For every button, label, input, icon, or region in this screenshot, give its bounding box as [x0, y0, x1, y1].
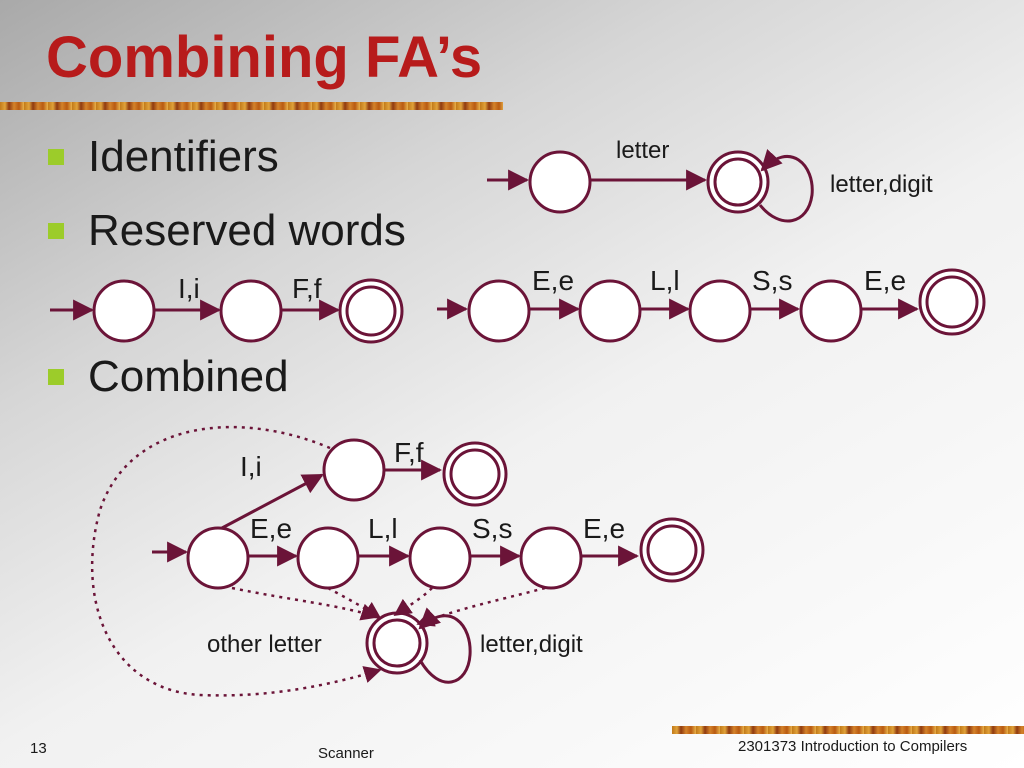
bullet-identifiers: Identifiers: [48, 132, 279, 182]
accept-state-inner-ring: [345, 285, 397, 337]
accept-state-circle: [918, 268, 986, 336]
bullet-square-icon: [48, 369, 64, 385]
edge-label-ee: E,e: [532, 265, 574, 296]
state-circle: [408, 526, 472, 590]
state-circle: [688, 279, 752, 343]
state-circle: [186, 526, 250, 590]
accept-state-circle: [706, 150, 770, 214]
accept-state-circle: [639, 517, 705, 583]
bullet-combined: Combined: [48, 352, 289, 402]
accept-state-inner-ring: [449, 448, 501, 500]
edge-label-ee: E,e: [250, 513, 292, 544]
dotted-transition-arrow: [393, 587, 433, 617]
dotted-transition-arrow: [91, 425, 382, 697]
edge-label-ff: F,f: [394, 437, 424, 468]
state-circle: [519, 526, 583, 590]
edge-label-ll: L,l: [368, 513, 398, 544]
accept-state-inner-ring: [925, 275, 979, 329]
combined-automaton: [91, 425, 705, 697]
reserved-if-automaton: [50, 278, 404, 344]
edge-label-other-letter: other letter: [207, 631, 322, 658]
reserved-else-automaton: [437, 268, 986, 343]
edge-label-ii: I,i: [178, 273, 200, 304]
slide-number: 13: [30, 740, 47, 757]
dotted-transition-arrow: [231, 586, 379, 621]
identifier-accept-state-circle: [365, 611, 429, 675]
state-circle: [92, 279, 156, 343]
footer-decor-bar: [672, 726, 1024, 734]
edge-label-ff: F,f: [292, 273, 322, 304]
accept-state-circle: [442, 441, 508, 507]
self-loop-arrow: [758, 149, 814, 223]
footer-course-title: 2301373 Introduction to Compilers: [738, 738, 968, 755]
identifier-accept-state-inner-ring: [372, 618, 422, 668]
dotted-transition-arrow: [416, 586, 546, 627]
edge-label-ll: L,l: [650, 265, 680, 296]
state-circle: [578, 279, 642, 343]
dotted-transition-arrow: [327, 586, 382, 620]
accept-state-inner-ring: [713, 157, 763, 207]
loop-label-letter-digit: letter,digit: [480, 631, 583, 658]
edge-label-ss: S,s: [752, 265, 792, 296]
loop-label-letter-digit: letter,digit: [830, 171, 933, 198]
identifiers-automaton: [487, 149, 814, 223]
bullet-square-icon: [48, 149, 64, 165]
edge-label-ii: I,i: [240, 451, 262, 482]
state-circle: [799, 279, 863, 343]
state-circle: [219, 279, 283, 343]
bullet-text: Identifiers: [88, 132, 279, 181]
footer-center-text: Scanner: [318, 745, 374, 762]
accept-state-inner-ring: [646, 524, 698, 576]
state-circle: [296, 526, 360, 590]
edge-label-ee: E,e: [864, 265, 906, 296]
slide-title: Combining FA’s: [46, 25, 483, 90]
accept-state-circle: [338, 278, 404, 344]
state-circle: [467, 279, 531, 343]
state-circle: [528, 150, 592, 214]
bullet-text: Combined: [88, 352, 289, 401]
edge-label-ee: E,e: [583, 513, 625, 544]
edge-label-ss: S,s: [472, 513, 512, 544]
bullet-square-icon: [48, 223, 64, 239]
state-circle: [322, 438, 386, 502]
bullet-text: Reserved words: [88, 206, 406, 255]
title-underline-bar: [0, 102, 503, 110]
bullet-reserved-words: Reserved words: [48, 206, 406, 256]
transition-arrow: [221, 473, 324, 530]
edge-label-letter: letter: [616, 137, 669, 164]
